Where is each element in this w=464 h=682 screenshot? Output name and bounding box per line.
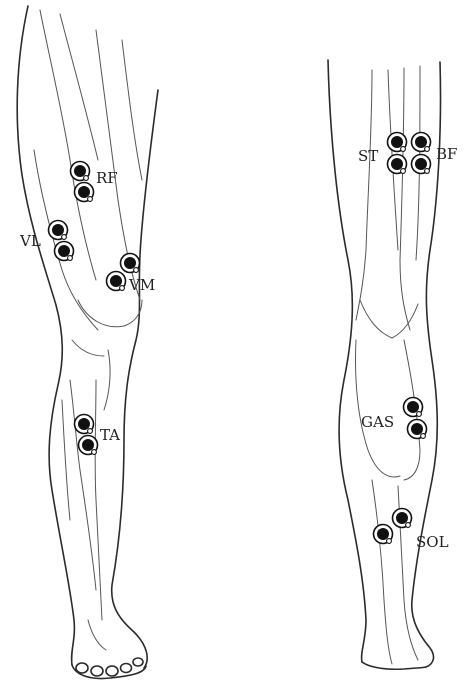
label-ta: TA [100,428,120,443]
electrode-group-gas [404,398,427,439]
electrode-group-bf [412,133,431,174]
label-bf: BF [436,147,457,162]
front-leg-drawing [17,6,158,678]
front-leg-outline-left [17,6,74,665]
electrode [107,272,126,291]
electrode-group-sol [374,509,412,544]
electrode [393,509,412,528]
electrode [121,254,140,273]
label-gas: GAS [361,415,394,430]
label-sol: SOL [416,535,449,550]
electrode [404,398,423,417]
electrode [49,221,68,240]
electrode-group-rf [71,162,94,202]
electrode [71,162,90,181]
electrode [412,155,431,174]
electrode [75,183,94,202]
label-vm: VM [129,278,155,293]
label-rf: RF [96,171,118,186]
electrode [412,133,431,152]
electrode [374,525,393,544]
front-toes [76,658,143,676]
label-st: ST [358,149,378,164]
electrode [79,436,98,455]
back-heel-outline [362,662,426,669]
electrode [388,133,407,152]
electrode-group-vl [49,221,74,261]
electrode-group-st [388,133,407,174]
front-leg-outline-right [112,90,158,668]
electrode [55,242,74,261]
electrode [408,420,427,439]
front-muscle-contours [34,10,142,650]
electrode [388,155,407,174]
label-vl: VL [20,234,41,249]
electrode [75,415,94,434]
